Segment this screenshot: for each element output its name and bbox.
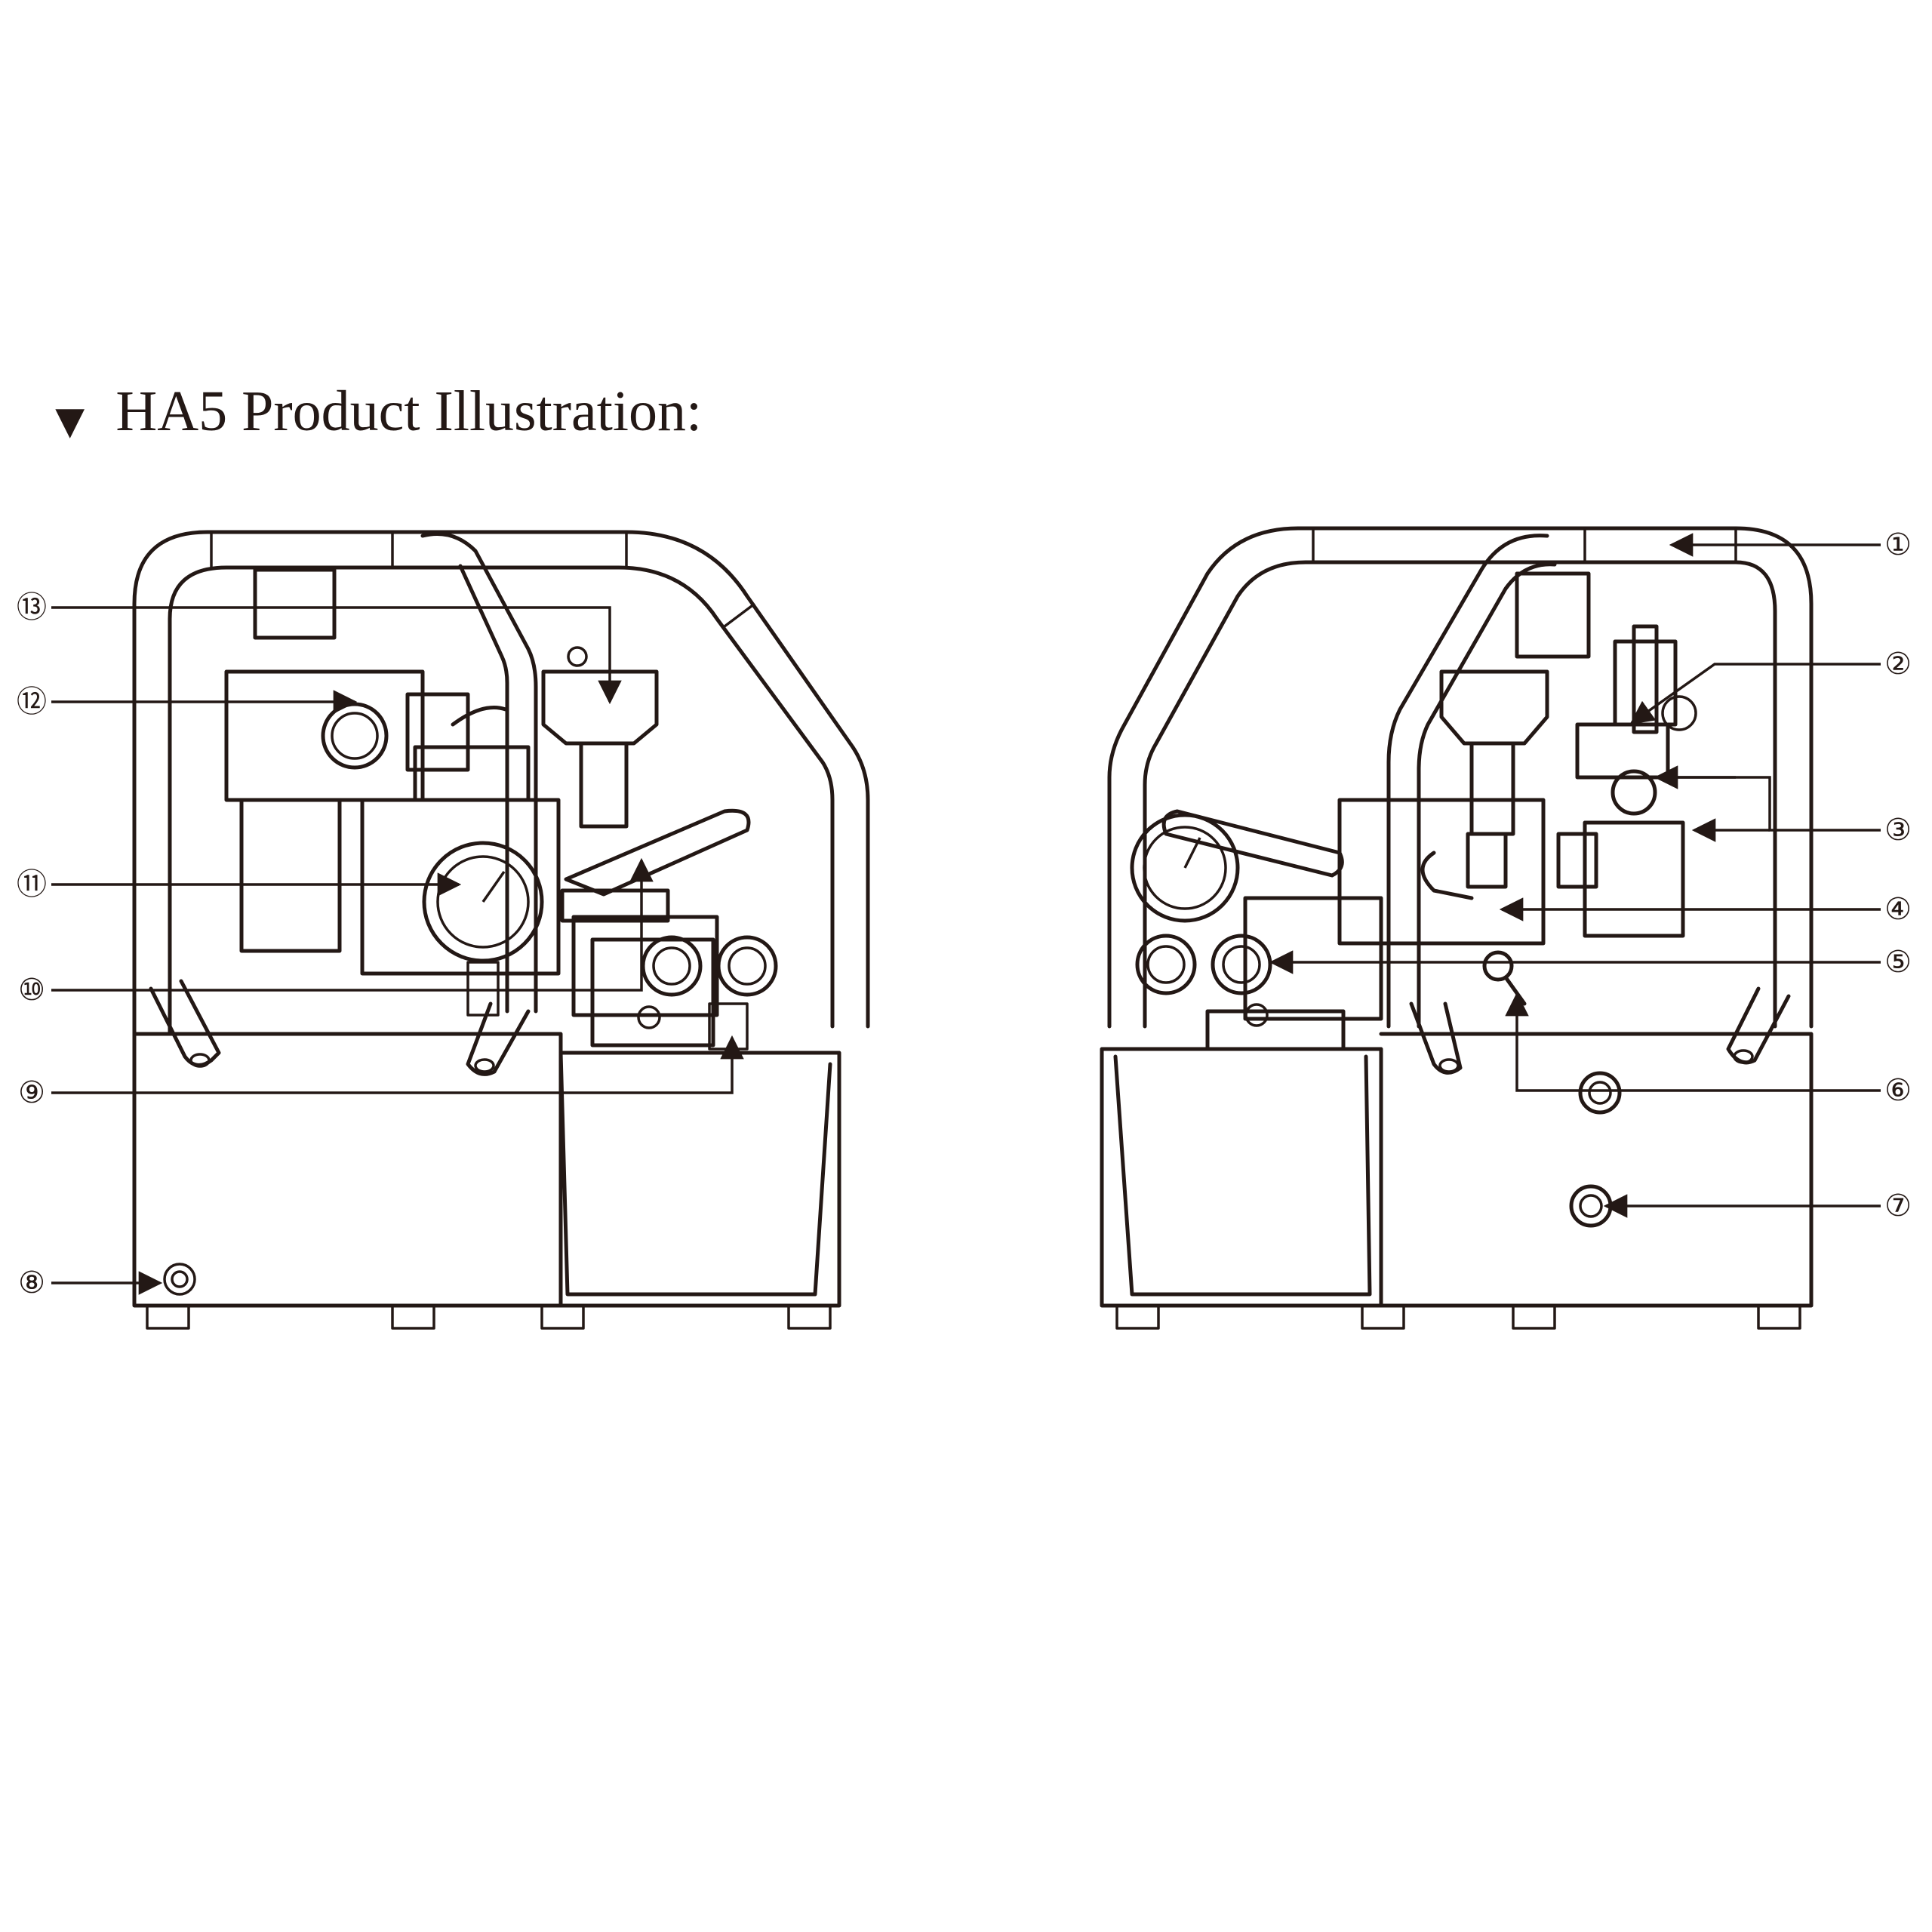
left-roll-cage-outer xyxy=(132,530,870,1036)
pressure-gauge-icon xyxy=(422,841,544,963)
callout-11: ⑪ xyxy=(17,867,47,902)
callout-1: ① xyxy=(1884,528,1912,562)
oil-level-plug-icon xyxy=(1569,1184,1613,1228)
callout-5: ⑤ xyxy=(1884,945,1912,980)
callout-3: ③ xyxy=(1884,813,1912,848)
callout-labels: ① ② ③ ④ ⑤ ⑥ ⑦ ⑧ ⑨ ⑩ ⑪ ⑫ ⑬ xyxy=(17,528,1912,1300)
callout-7: ⑦ xyxy=(1884,1189,1912,1223)
callout-13: ⑬ xyxy=(17,590,47,625)
page-title-text: HA5 Product Illustration: xyxy=(115,379,703,443)
triangle-marker-icon: ▼ xyxy=(45,394,95,449)
callout-4: ④ xyxy=(1884,892,1912,927)
callout-12: ⑫ xyxy=(17,685,47,719)
leader-lines xyxy=(51,533,1881,1295)
coupler-icon xyxy=(641,935,703,997)
callout-10: ⑩ xyxy=(18,973,45,1008)
callout-8: ⑧ xyxy=(18,1266,45,1300)
sight-glass-icon xyxy=(1578,1071,1622,1115)
callout-2: ② xyxy=(1884,647,1912,681)
page-title: ▼ HA5 Product Illustration: xyxy=(45,374,702,449)
front-view-unit xyxy=(132,530,870,1330)
drain-plug-icon xyxy=(163,1263,196,1296)
rear-view-unit xyxy=(1100,526,1814,1330)
callout-6: ⑥ xyxy=(1884,1073,1912,1108)
callout-9: ⑨ xyxy=(18,1075,45,1110)
